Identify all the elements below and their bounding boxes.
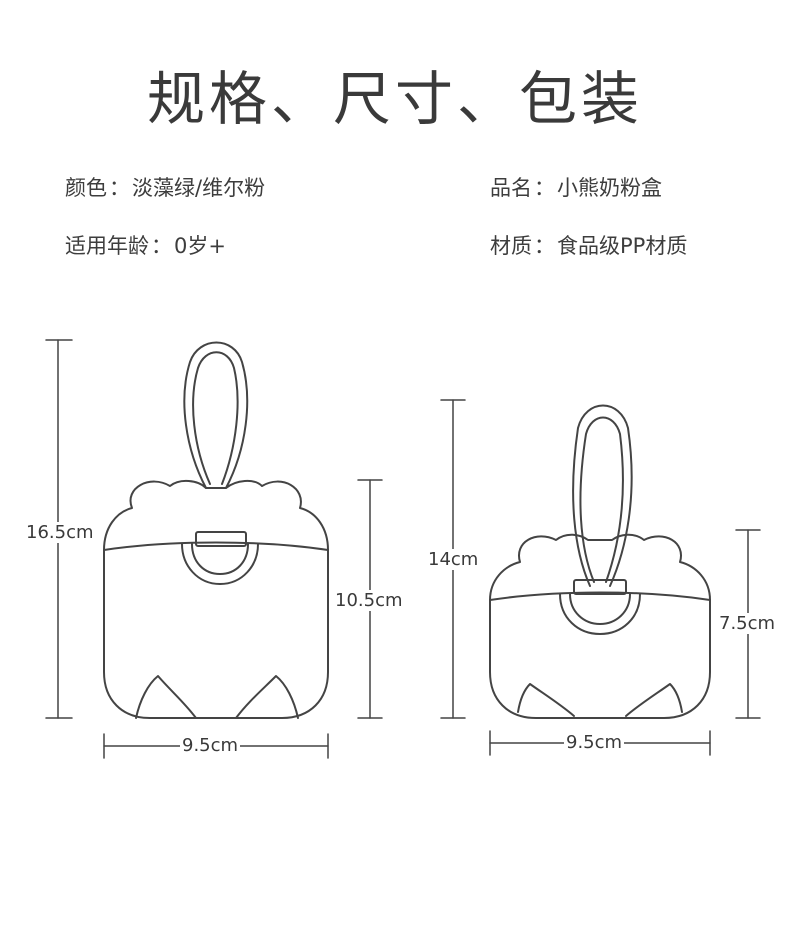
small-dimension-lines	[440, 399, 761, 756]
small-handle-outer	[572, 404, 633, 587]
spec-name-label: 品名	[490, 176, 532, 200]
small-width-label: 9.5cm	[564, 732, 625, 753]
large-handle-outer	[183, 341, 249, 489]
small-latch-ring-inner	[569, 593, 631, 625]
spec-material: 材质：食品级PP材质	[490, 230, 687, 260]
spec-color-value: 淡藻绿/维尔粉	[132, 176, 266, 200]
spec-separator: ：	[109, 176, 130, 200]
large-foot-left	[135, 675, 197, 719]
small-latch-plate	[573, 579, 627, 595]
large-body-height-label: 10.5cm	[333, 590, 405, 611]
large-dimension-lines	[45, 339, 383, 759]
small-handle-inner	[579, 416, 624, 583]
spec-separator: ：	[534, 176, 555, 200]
spec-color: 颜色：淡藻绿/维尔粉	[65, 172, 265, 202]
spec-name-value: 小熊奶粉盒	[557, 176, 662, 200]
large-latch-plate	[195, 531, 247, 547]
spec-age: 适用年龄：0岁+	[65, 230, 226, 260]
large-box-drawing	[103, 341, 329, 719]
small-lid-outline	[489, 533, 711, 601]
small-total-height-label: 14cm	[426, 549, 481, 570]
large-lid-rim	[103, 541, 329, 551]
spec-material-value: 食品级PP材质	[557, 234, 688, 258]
large-foot-right	[235, 675, 299, 719]
page-title: 规格、尺寸、包装	[146, 65, 643, 133]
small-lid-rim	[489, 591, 711, 601]
large-latch-ring-inner	[191, 543, 249, 575]
small-body-outline	[489, 599, 711, 719]
large-total-height-label: 16.5cm	[24, 522, 96, 543]
spec-separator: ：	[534, 234, 555, 258]
small-foot-left	[517, 683, 575, 717]
spec-age-label: 适用年龄	[65, 234, 149, 258]
small-latch-ring	[559, 593, 641, 635]
spec-material-label: 材质	[490, 234, 532, 258]
large-latch-ring	[181, 543, 259, 585]
large-lid-outline	[103, 480, 329, 551]
small-body-height-label: 7.5cm	[717, 613, 778, 634]
spec-name: 品名：小熊奶粉盒	[490, 172, 662, 202]
large-width-label: 9.5cm	[180, 735, 241, 756]
small-foot-right	[625, 683, 683, 717]
large-handle-inner	[192, 351, 239, 485]
small-box-drawing	[489, 404, 711, 719]
spec-age-value: 0岁+	[174, 234, 226, 258]
spec-color-label: 颜色	[65, 176, 107, 200]
large-body-outline	[103, 549, 329, 719]
spec-separator: ：	[151, 234, 172, 258]
